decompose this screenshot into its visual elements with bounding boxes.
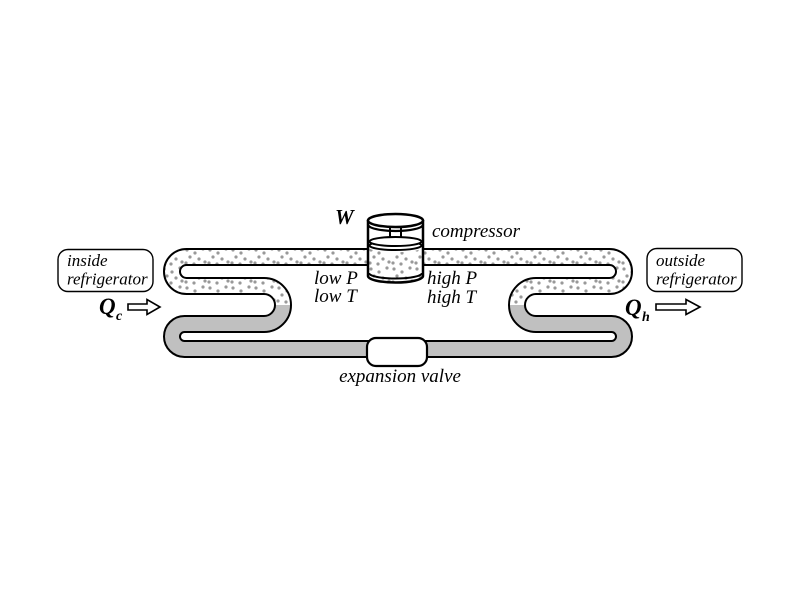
qh-label: Q [625, 295, 642, 320]
compressor-icon [366, 212, 425, 284]
outside-box-frame [646, 247, 743, 293]
compressor-gas-fill [368, 247, 423, 283]
work-label: W [335, 205, 355, 229]
low-pressure-label: low P [314, 268, 358, 289]
compressor-rim [366, 212, 425, 229]
low-pressure-gas-tube [165, 250, 610, 306]
outside-refrigerator-box: outside refrigerator [646, 247, 743, 293]
expansion-valve [365, 336, 429, 368]
inside-box-frame [57, 248, 154, 293]
qh-arrow-icon [655, 298, 702, 316]
expansion-valve-label: expansion valve [339, 366, 461, 387]
outside-box-line1: outside [656, 251, 706, 270]
compressor-body-outline [366, 220, 425, 284]
qc-label: Q [99, 294, 116, 319]
outside-box-line2: refrigerator [656, 270, 737, 289]
inside-box-line2: refrigerator [67, 270, 148, 289]
high-pressure-label: high P [427, 268, 478, 289]
low-temp-label: low T [314, 286, 358, 307]
compressor-rim-lip [366, 224, 425, 233]
high-temp-label: high T [427, 287, 478, 308]
piston-disc-upper [368, 236, 423, 247]
high-pressure-gas-tube [510, 250, 631, 306]
compressor-bottom-inner-line [368, 272, 423, 280]
qh-subscript: h [642, 310, 650, 325]
heat-out-group: Q h [625, 295, 702, 325]
inside-refrigerator-box: inside refrigerator [57, 248, 154, 293]
qc-subscript: c [116, 309, 123, 324]
inside-box-line1: inside [67, 251, 108, 270]
heat-in-group: Q c [99, 294, 162, 324]
compressor-label: compressor [432, 221, 521, 242]
qc-arrow-icon [127, 298, 162, 316]
